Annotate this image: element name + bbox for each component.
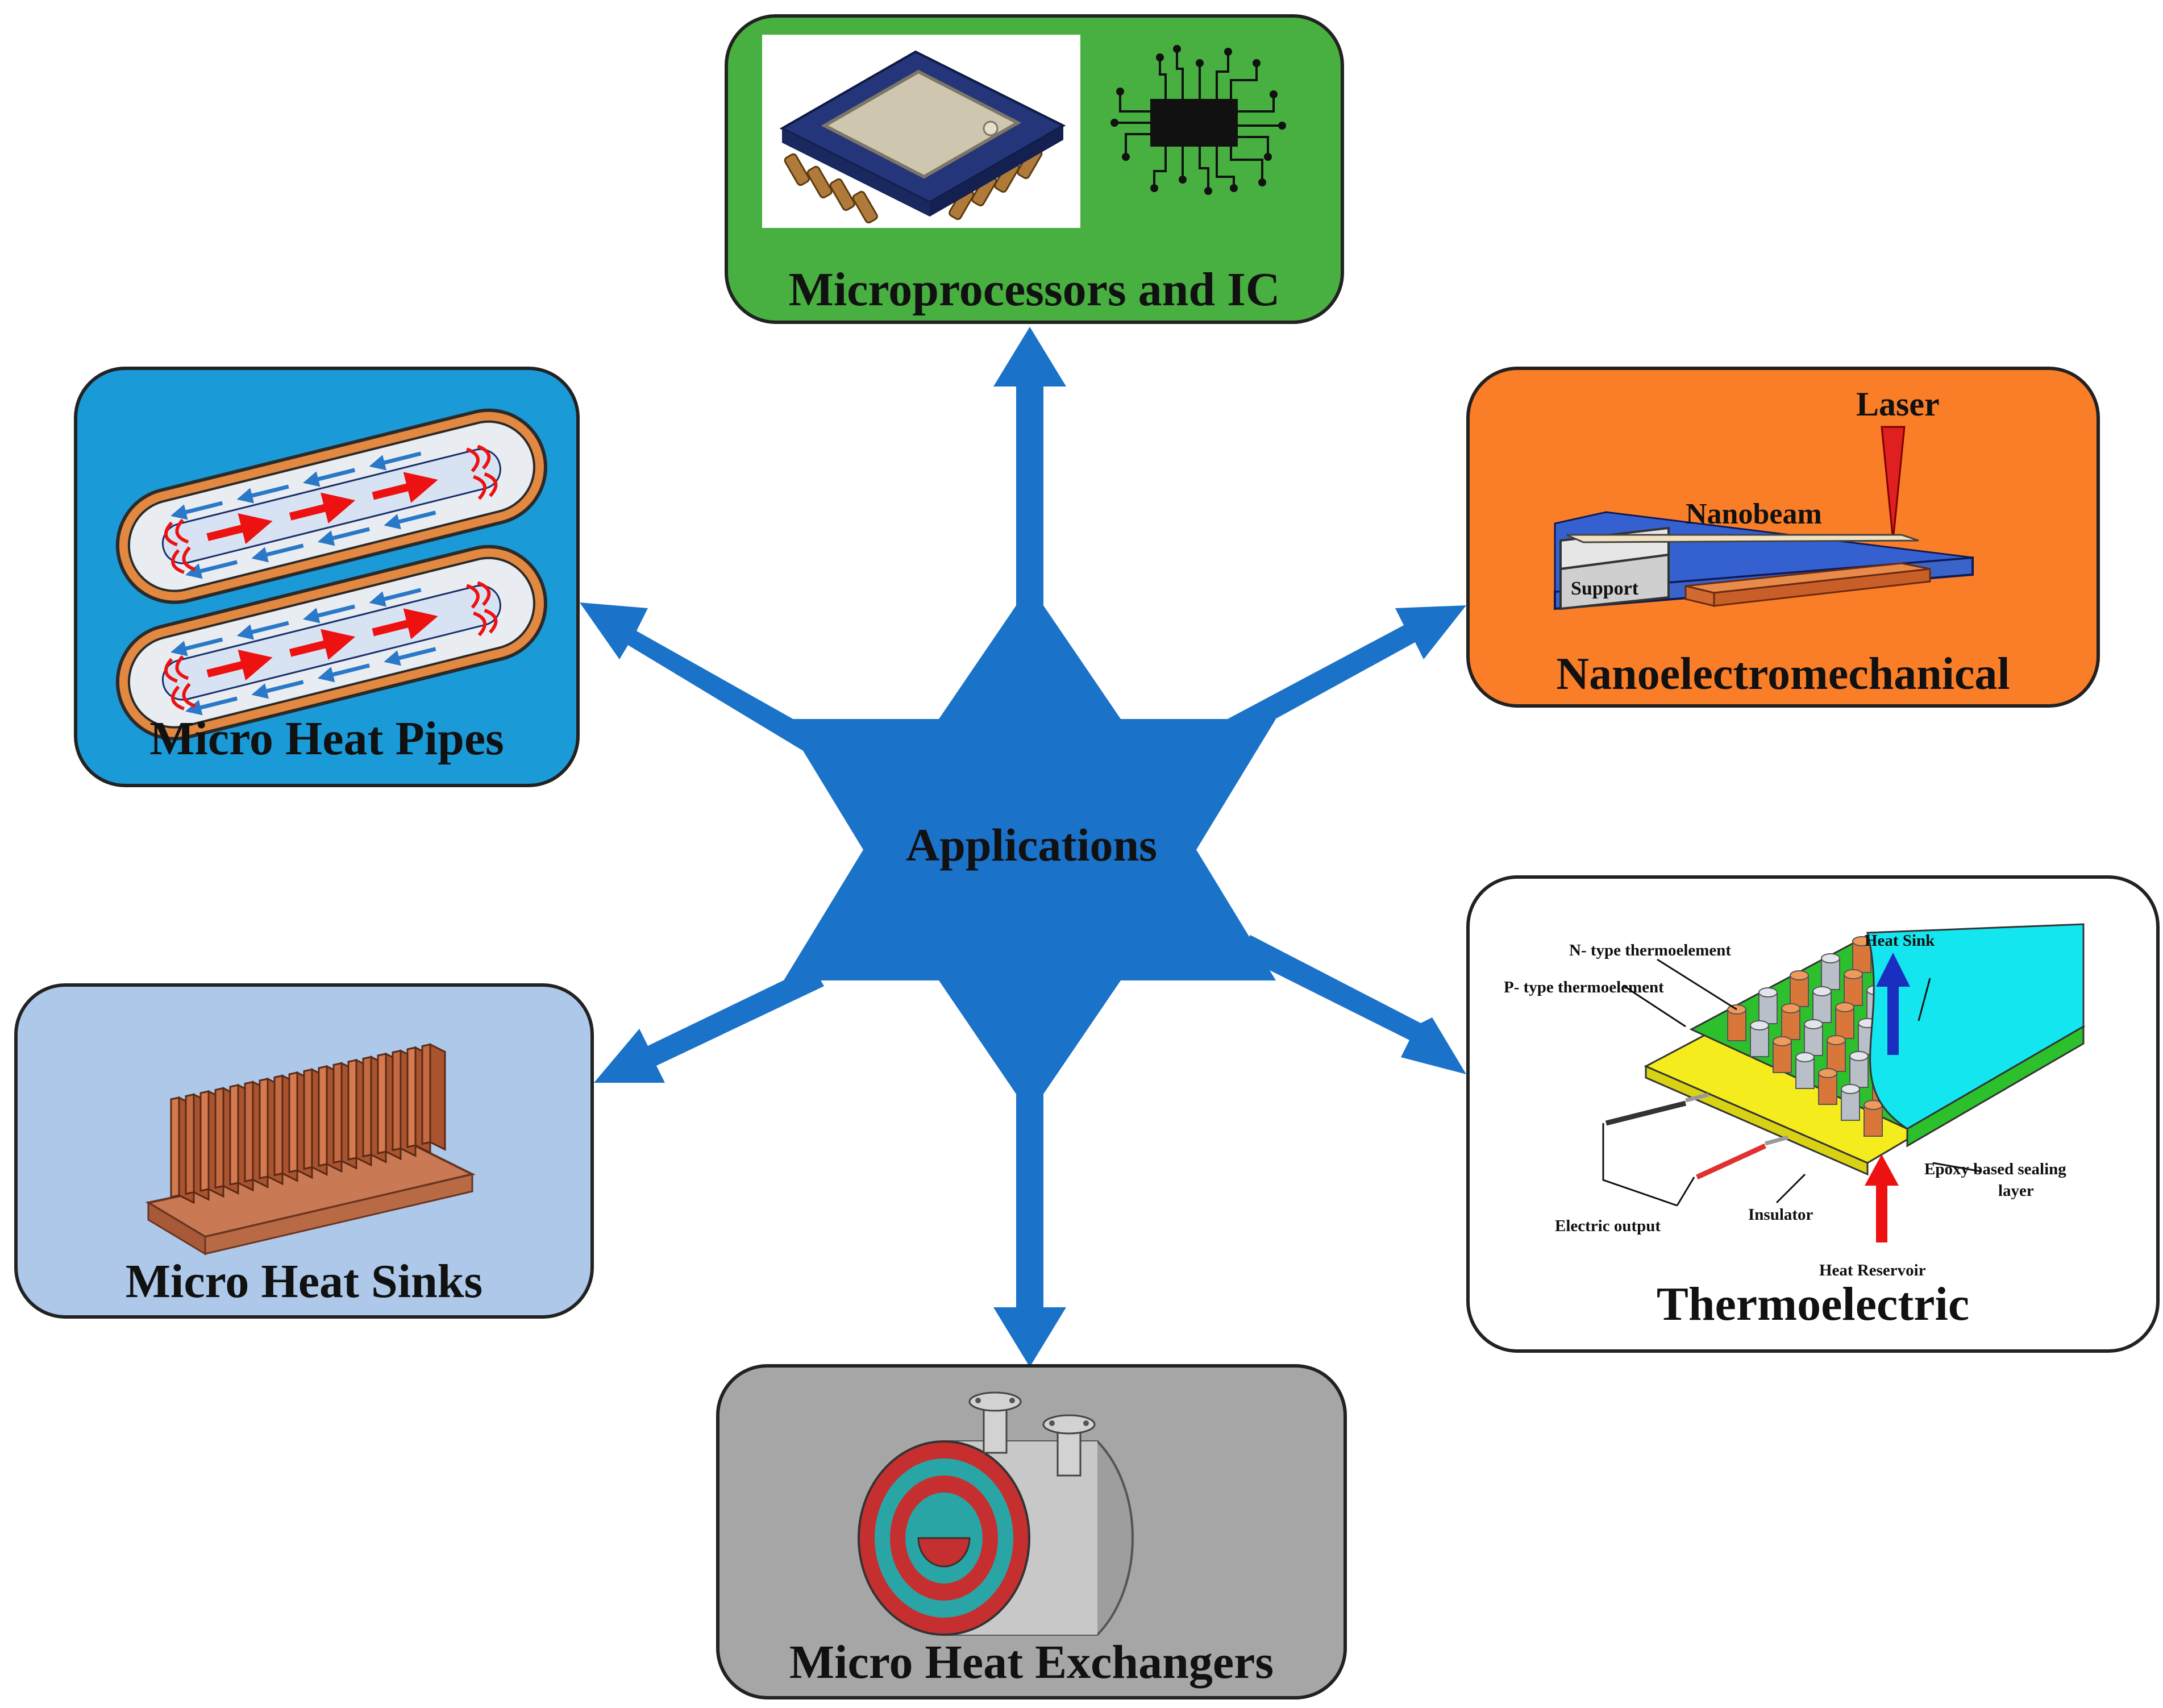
n-type-label: N- type thermoelement [1569,941,1731,959]
panel-nanoelectromechanical: Laser Support Nanobeam Nanoelectromechan… [1466,367,2100,708]
panel-heat-pipes: Micro Heat Pipes [74,367,580,787]
heat-sink-fin [303,1068,313,1170]
panel-thermoelectric-title: Thermoelectric [1656,1278,1970,1331]
thermoelement-pillar-top [1804,1019,1823,1029]
epoxy-label-line1: Epoxy based sealing [1924,1160,2066,1178]
microchip-icon [779,45,1286,224]
thermoelement-pillar-top [1844,969,1863,979]
heat-sink-fin-side [429,1043,446,1151]
thermoelement-pillar-top [1841,1084,1860,1094]
thermoelement-pillar-top [1773,1036,1792,1046]
circuit-ic-icon [1114,49,1282,191]
thermoelement-pillar-top [1758,987,1778,998]
thermoelement-pillar-top [1781,1003,1800,1013]
heat-sink-fin [392,1049,402,1152]
heat-sink-fin [259,1078,269,1179]
thermoelement-pillar-top [1795,1052,1815,1062]
heat-sink-fin [347,1059,357,1161]
heat-sink-fin [332,1062,343,1164]
support-label: Support [1571,578,1639,599]
panel-heat-sinks-title: Micro Heat Sinks [125,1255,483,1308]
heat-sink-fin [244,1081,254,1183]
heat-sink-fin [377,1053,387,1154]
thermoelectric-module-icon: N- type thermoelement P- type thermoelem… [1504,923,2086,1279]
heat-sink-fin [185,1093,195,1195]
epoxy-label-line2: layer [1998,1182,2034,1200]
arrow-down [993,1069,1066,1367]
panel-heat-sinks: Micro Heat Sinks [14,983,594,1319]
hexagram [784,585,1276,1114]
thermoelement-pillar-top [1835,1002,1854,1012]
heat-reservoir-label: Heat Reservoir [1819,1261,1926,1279]
panel-heat-exchangers-title: Micro Heat Exchangers [789,1636,1274,1689]
heat-pipe-icon [115,408,547,741]
heat-sink-icon [145,1043,476,1256]
panel-nanoelectromechanical-title: Nanoelectromechanical [1556,649,2010,699]
heat-exchanger-icon [858,1391,1134,1636]
laser-label: Laser [1856,385,1940,423]
thermoelement-pillar-top [1821,953,1840,963]
thermoelement-pillar-top [1790,970,1809,980]
arrow-upper-left [580,602,818,753]
heat-sink-fin [318,1065,328,1167]
thermoelement-pillar-top [1818,1068,1837,1078]
thermoelement-pillar-top [1827,1035,1846,1045]
thermoelement-pillar-top [1750,1020,1769,1030]
heat-sink-fin [214,1087,224,1189]
center-label: Applications [906,819,1157,871]
arrow-upper-right [1228,605,1466,739]
panel-microprocessors: Microprocessors and IC [725,14,1344,324]
thermoelement-pillar [1727,1009,1746,1041]
heat-sink-fin [170,1096,180,1198]
panel-thermoelectric: N- type thermoelement P- type thermoelem… [1466,875,2160,1353]
heat-sink-fin [288,1071,298,1173]
nanobeam-label: Nanobeam [1686,498,1822,530]
heat-sink-fin [199,1090,210,1192]
thermoelement-pillar-top [1812,986,1832,996]
heat-sink-fin [406,1046,417,1148]
nanobeam-device-icon: Laser Support Nanobeam [1554,385,1974,610]
thermoelement-pillar [1773,1041,1792,1073]
insulator-label: Insulator [1748,1206,1813,1224]
arrow-up [993,327,1066,631]
p-type-label: P- type thermoelement [1504,978,1664,996]
panel-heat-exchangers: Micro Heat Exchangers [716,1364,1347,1699]
thermoelement-pillar [1827,1040,1846,1072]
arrow-lower-left [594,966,824,1083]
thermoelement-pillar-top [1849,1051,1869,1061]
thermoelement-pillar [1818,1073,1837,1105]
heat-sink-fin [362,1055,372,1158]
thermoelement-pillar [1863,1104,1883,1137]
heat-sink-fin [229,1084,239,1186]
thermoelement-pillar [1795,1057,1815,1089]
heat-sink-fin [273,1074,284,1177]
arrow-lower-right [1239,935,1466,1074]
electric-output-label: Electric output [1555,1217,1661,1235]
thermoelement-pillar [1849,1055,1869,1088]
panel-heat-pipes-title: Micro Heat Pipes [149,712,504,765]
heat-sink-label: Heat Sink [1865,932,1935,950]
thermoelement-pillar [1750,1025,1769,1057]
panel-microprocessors-title: Microprocessors and IC [788,263,1280,316]
heat-sink-fin [421,1043,431,1145]
